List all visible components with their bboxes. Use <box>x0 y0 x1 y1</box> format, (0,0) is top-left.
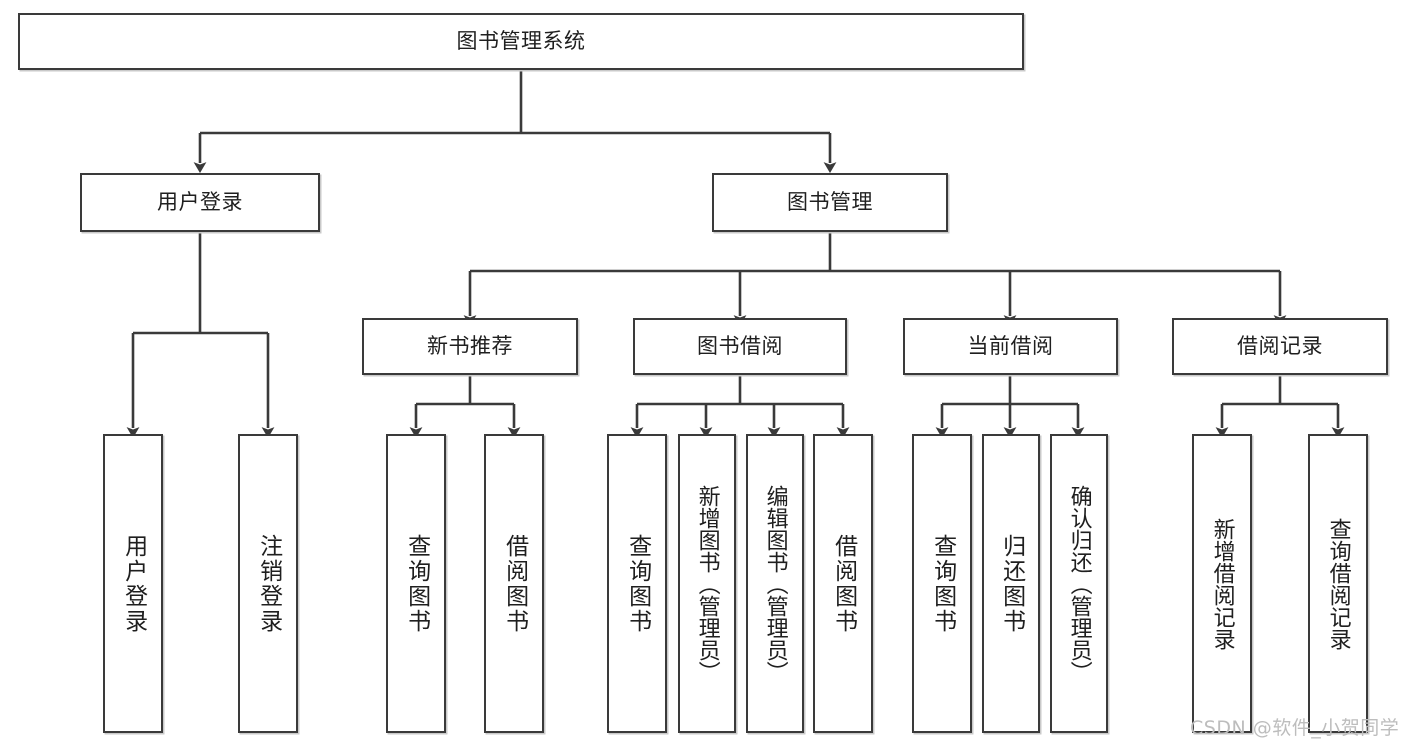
leaf-query-book-2-label: 查询图书 <box>624 533 651 634</box>
leaf-query-book-3[interactable]: 查询图书 <box>912 434 972 733</box>
leaf-confirm-return[interactable]: 确认归还（管理员） <box>1050 434 1108 733</box>
node-book-borrow[interactable]: 图书借阅 <box>633 318 847 375</box>
node-book-manage-label: 图书管理 <box>787 189 873 214</box>
leaf-edit-book-label: 编辑图书（管理员） <box>762 484 788 683</box>
leaf-query-book-1-label: 查询图书 <box>403 533 430 634</box>
leaf-logout-label: 注销登录 <box>255 533 282 634</box>
node-user-login[interactable]: 用户登录 <box>80 173 320 232</box>
leaf-borrow-book-1[interactable]: 借阅图书 <box>484 434 544 733</box>
leaf-borrow-book-2-label: 借阅图书 <box>830 533 857 634</box>
leaf-borrow-book-1-label: 借阅图书 <box>501 533 528 634</box>
node-current-borrow[interactable]: 当前借阅 <box>903 318 1118 375</box>
leaf-query-book-2[interactable]: 查询图书 <box>607 434 667 733</box>
node-root-label: 图书管理系统 <box>456 28 586 53</box>
node-current-borrow-label: 当前借阅 <box>967 333 1054 358</box>
node-borrow-record[interactable]: 借阅记录 <box>1172 318 1388 375</box>
node-user-login-label: 用户登录 <box>157 189 243 214</box>
leaf-query-record-label: 查询借阅记录 <box>1325 517 1351 650</box>
node-borrow-record-label: 借阅记录 <box>1237 333 1323 358</box>
leaf-user-login[interactable]: 用户登录 <box>103 434 163 733</box>
leaf-query-record[interactable]: 查询借阅记录 <box>1308 434 1368 733</box>
leaf-add-book-label: 新增图书（管理员） <box>694 484 720 683</box>
leaf-return-book-label: 归还图书 <box>998 533 1025 634</box>
leaf-user-login-label: 用户登录 <box>120 533 147 634</box>
leaf-query-book-3-label: 查询图书 <box>929 533 956 634</box>
leaf-add-record[interactable]: 新增借阅记录 <box>1192 434 1252 733</box>
node-book-borrow-label: 图书借阅 <box>697 333 783 358</box>
node-new-book-recommend[interactable]: 新书推荐 <box>362 318 578 375</box>
leaf-logout[interactable]: 注销登录 <box>238 434 298 733</box>
node-root[interactable]: 图书管理系统 <box>18 13 1024 70</box>
leaf-return-book[interactable]: 归还图书 <box>982 434 1040 733</box>
leaf-confirm-return-label: 确认归还（管理员） <box>1066 484 1092 683</box>
node-book-manage[interactable]: 图书管理 <box>712 173 948 232</box>
node-new-book-recommend-label: 新书推荐 <box>427 333 513 358</box>
leaf-add-book[interactable]: 新增图书（管理员） <box>678 434 736 733</box>
leaf-edit-book[interactable]: 编辑图书（管理员） <box>746 434 804 733</box>
leaf-query-book-1[interactable]: 查询图书 <box>386 434 446 733</box>
csdn-watermark: CSDN @软件_小贺同学 <box>1190 717 1400 739</box>
leaf-add-record-label: 新增借阅记录 <box>1209 517 1235 650</box>
leaf-borrow-book-2[interactable]: 借阅图书 <box>813 434 873 733</box>
